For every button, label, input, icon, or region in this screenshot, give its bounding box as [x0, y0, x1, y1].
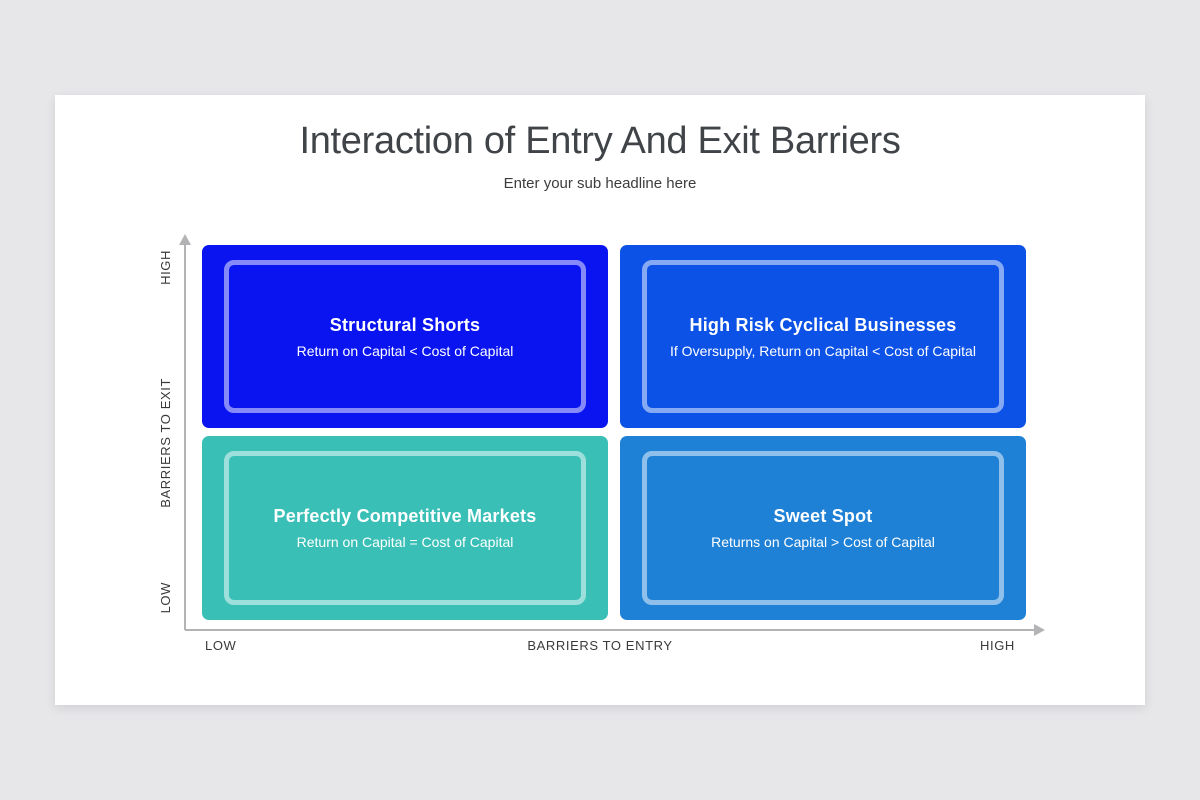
y-axis-line [184, 245, 186, 630]
quadrant-perfectly-competitive: Perfectly Competitive Markets Return on … [202, 436, 608, 620]
quadrant-inner-frame: Structural Shorts Return on Capital < Co… [224, 260, 586, 413]
quadrant-title: Perfectly Competitive Markets [273, 506, 537, 526]
y-axis-arrow-icon [179, 234, 191, 245]
quadrant-high-risk-cyclical: High Risk Cyclical Businesses If Oversup… [620, 245, 1026, 428]
quadrant-title: Structural Shorts [329, 314, 481, 335]
slide-canvas: Interaction of Entry And Exit Barriers E… [55, 95, 1145, 705]
x-axis-low-label: LOW [205, 638, 237, 653]
x-axis-line [185, 629, 1035, 631]
y-axis-title: BARRIERS TO EXIT [158, 378, 173, 508]
quadrant-inner-frame: Perfectly Competitive Markets Return on … [224, 451, 586, 605]
x-axis-arrow-icon [1034, 624, 1045, 636]
x-axis-title: BARRIERS TO ENTRY [527, 638, 673, 653]
quadrant-sweet-spot: Sweet Spot Returns on Capital > Cost of … [620, 436, 1026, 620]
slide-subtitle: Enter your sub headline here [503, 175, 697, 192]
x-axis-high-label: HIGH [980, 638, 1015, 653]
quadrant-inner-frame: Sweet Spot Returns on Capital > Cost of … [642, 451, 1004, 605]
quadrant-description: Return on Capital < Cost of Capital [296, 342, 514, 359]
quadrant-inner-frame: High Risk Cyclical Businesses If Oversup… [642, 260, 1004, 413]
y-axis-low-label: LOW [158, 582, 173, 614]
quadrant-structural-shorts: Structural Shorts Return on Capital < Co… [202, 245, 608, 428]
quadrant-description: If Oversupply, Return on Capital < Cost … [670, 342, 976, 359]
quadrant-description: Returns on Capital > Cost of Capital [711, 534, 935, 550]
quadrant-description: Return on Capital = Cost of Capital [296, 534, 514, 550]
quadrant-title: Sweet Spot [773, 506, 873, 526]
quadrant-title: High Risk Cyclical Businesses [689, 314, 957, 335]
slide-title: Interaction of Entry And Exit Barriers [299, 120, 901, 162]
y-axis-high-label: HIGH [158, 250, 173, 285]
